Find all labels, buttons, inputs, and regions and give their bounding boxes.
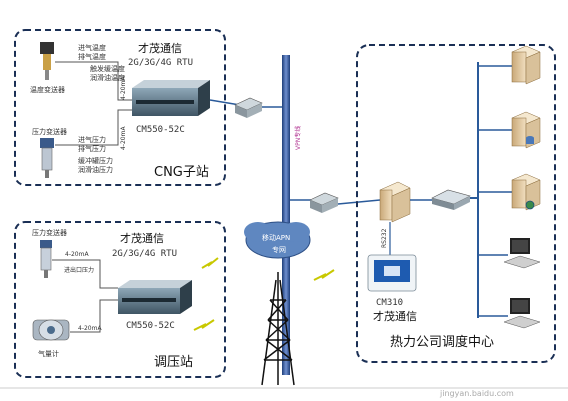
- regulator-station-title: 调压站: [154, 355, 193, 370]
- sensor2-signal: 4-20mA: [120, 126, 127, 150]
- sensor1-label: 温度变送器: [30, 85, 65, 94]
- sensor2-reading-2: 排气压力: [78, 144, 106, 153]
- sensor1-reading-1: 进气温度: [78, 43, 106, 52]
- regulator-station-box: [14, 221, 226, 378]
- cm310-device-icon: [367, 254, 417, 292]
- cng-device-label: CM550-52C: [136, 125, 185, 135]
- dispatch-center-title: 热力公司调度中心: [390, 334, 494, 350]
- reg-sensor1-reading: 进出口压力: [64, 266, 94, 274]
- sensor1-readings: 进气温度 排气温度 触发缓温度 润滑油温度: [78, 43, 125, 82]
- cloud-label-2: 专网: [272, 245, 286, 254]
- workstation-icon-2: [503, 298, 541, 329]
- main-switch-icon: [431, 189, 471, 210]
- sensor1-reading-3: 触发缓温度: [90, 64, 125, 73]
- cng-brand: 才茂通信: [138, 41, 182, 55]
- sensor1-reading-4: 润滑油温度: [90, 73, 125, 82]
- center-router-icon: [309, 192, 339, 213]
- cng-station-title: CNG子站: [154, 165, 209, 180]
- sensor2-reading-1: 进气压力: [78, 135, 106, 144]
- cng-station-box: [14, 29, 226, 186]
- router-to-server-link: [337, 199, 381, 205]
- reg-brand: 才茂通信: [120, 231, 164, 245]
- cloud-label-1: 移动APN: [262, 233, 290, 242]
- cng-rtu-device-icon: [132, 80, 210, 116]
- vpn-line: [282, 55, 290, 375]
- temperature-sensor-icon: [40, 42, 54, 80]
- cng-uplink: [209, 99, 241, 106]
- sensor1-reading-2: 排气温度: [78, 52, 106, 61]
- vpn-label: VPN专线: [294, 126, 302, 150]
- database-server-icon: [511, 111, 541, 149]
- sensor2-readings: 进气压力 排气压力 缓冲罐压力 润滑油压力: [78, 135, 113, 174]
- reg-sensor2-wire: [70, 299, 118, 333]
- reg-device-label: CM550-52C: [126, 321, 175, 331]
- server-icon-1: [511, 45, 541, 85]
- cell-tower-icon: [261, 272, 295, 386]
- flow-meter-icon: [32, 319, 70, 341]
- pressure-sensor-icon: [40, 138, 54, 178]
- rs232-label: RS232: [381, 228, 388, 248]
- sensor2-reading-4: 润滑油压力: [78, 165, 113, 174]
- sensor2-reading-3: 缓冲罐压力: [78, 156, 113, 165]
- reg-sensor1-signal: 4-20mA: [65, 251, 89, 258]
- center-brand: 才茂通信: [373, 309, 417, 323]
- reg-pressure-sensor-icon: [40, 240, 52, 278]
- central-server-icon: [379, 181, 411, 223]
- web-server-icon: [511, 173, 541, 211]
- signal-bolt-icon-3: [313, 269, 335, 281]
- signal-bolt-icon-1: [201, 257, 219, 269]
- apn-cloud-icon: [244, 221, 311, 259]
- dispatch-center-box: [356, 44, 556, 363]
- reg-rtu-device-icon: [118, 280, 192, 314]
- sensor1-wire: [55, 61, 135, 101]
- reg-sensor2-label: 气量计: [38, 349, 59, 358]
- reg-sensor2-signal: 4-20mA: [78, 325, 102, 332]
- reg-rtu-label: 2G/3G/4G RTU: [112, 249, 177, 259]
- watermark: jingyan.baidu.com: [439, 389, 514, 398]
- sensor2-label: 压力变送器: [32, 127, 67, 136]
- cng-rtu-label: 2G/3G/4G RTU: [128, 58, 193, 68]
- sensor1-signal: 4-20mA: [120, 76, 127, 100]
- reg-sensor1-wire: [52, 259, 118, 289]
- sensor2-wire: [55, 109, 135, 146]
- cm310-label: CM310: [376, 298, 403, 308]
- cng-switch-icon: [234, 97, 263, 118]
- workstation-icon-1: [503, 238, 541, 269]
- signal-bolt-icon-2: [193, 319, 215, 331]
- reg-sensor1-label: 压力变送器: [32, 228, 67, 237]
